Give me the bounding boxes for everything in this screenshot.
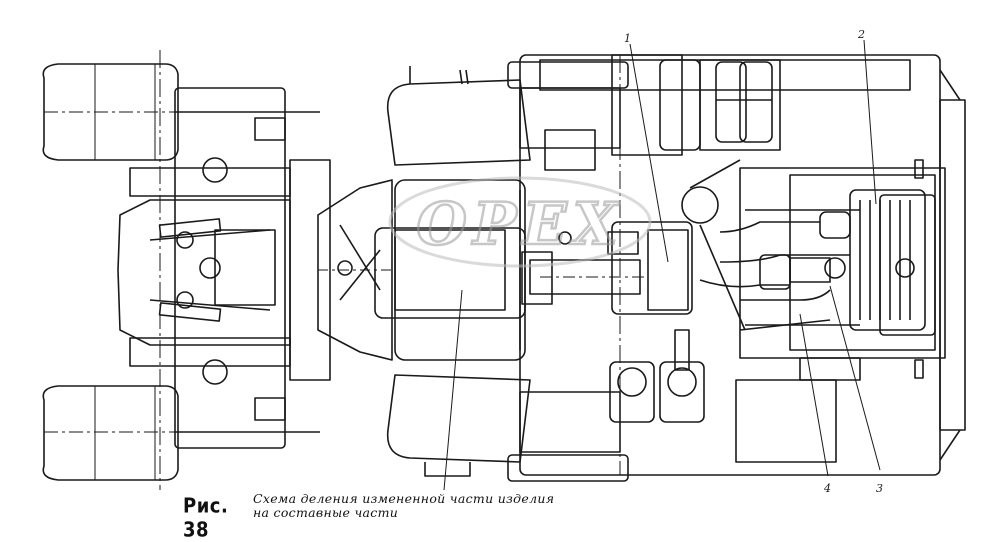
hydraulic-lines bbox=[699, 211, 851, 331]
transmission-housing bbox=[317, 179, 393, 361]
clutch-assembly bbox=[611, 159, 746, 371]
fender-top bbox=[386, 61, 629, 171]
caption-line-2: на составные части bbox=[253, 505, 399, 520]
fender-bottom bbox=[386, 374, 629, 482]
tanks-bottom bbox=[609, 357, 861, 463]
callout-4: 4 bbox=[823, 482, 831, 495]
leader-lines bbox=[443, 39, 881, 491]
engine-block bbox=[374, 179, 645, 361]
callout-labels: 1 2 3 4 bbox=[624, 28, 883, 495]
watermark-text: OPEX bbox=[416, 190, 623, 258]
figure-label: Рис. 38 bbox=[183, 494, 229, 542]
rear-wheel-bottom bbox=[42, 385, 179, 481]
front-frame bbox=[739, 159, 946, 379]
callout-2: 2 bbox=[857, 28, 865, 41]
tractor-chassis-diagram: OPEX 1 2 3 4 bbox=[42, 28, 966, 495]
tanks-top bbox=[659, 59, 773, 151]
rear-wheel-top bbox=[42, 63, 179, 161]
watermark-logo: OPEX bbox=[388, 176, 652, 268]
differential-housing bbox=[117, 199, 291, 346]
caption-line-1: Схема деления измененной части изделия bbox=[253, 491, 555, 506]
rear-axle-assembly bbox=[129, 50, 331, 490]
caption-text: Схема деления измененной части изделия н… bbox=[253, 492, 554, 520]
callout-3: 3 bbox=[876, 482, 883, 495]
main-frame bbox=[519, 54, 966, 476]
callout-1: 1 bbox=[624, 32, 631, 45]
